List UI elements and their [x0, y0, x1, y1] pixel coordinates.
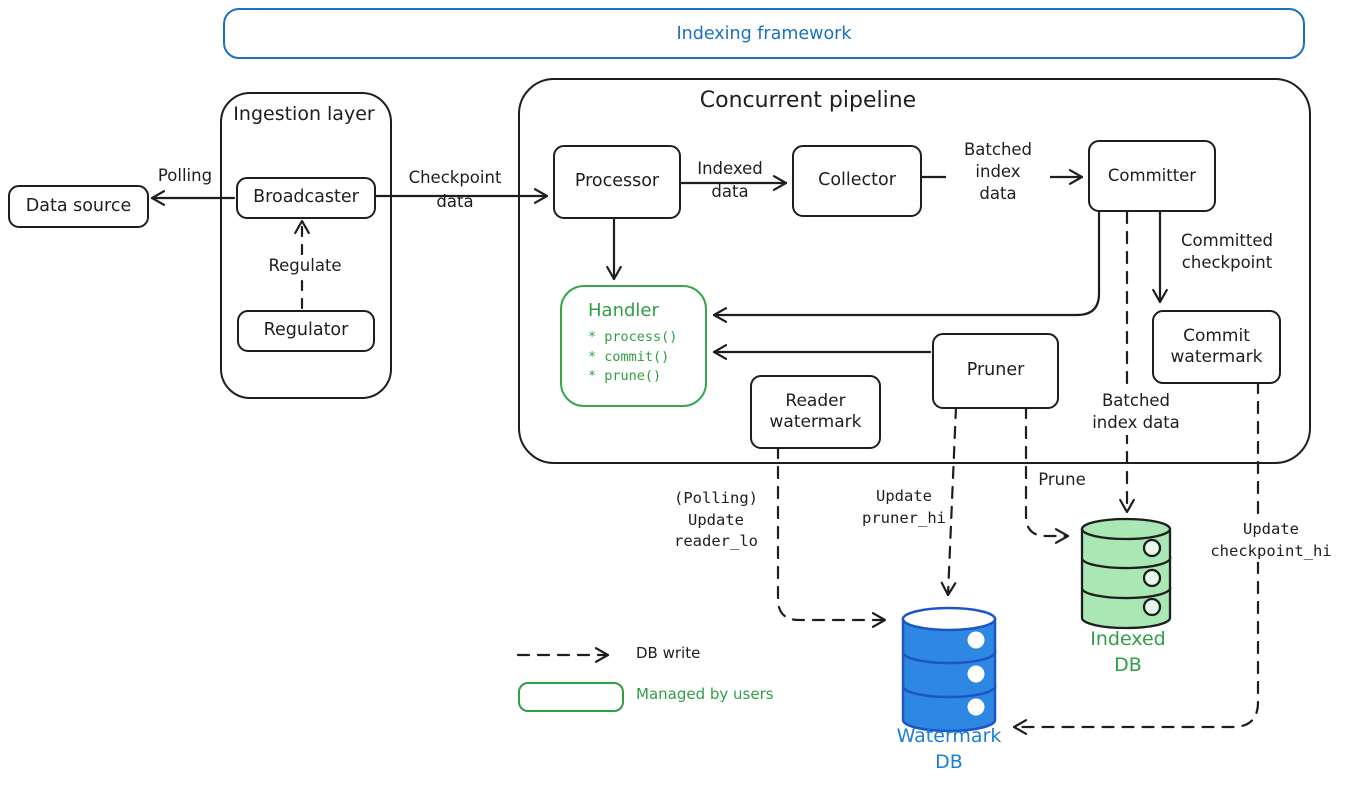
ingestion-layer-container [220, 92, 392, 399]
watermark-db-seam [901, 684, 997, 699]
checkpoint-data-label: Checkpoint data [408, 168, 502, 211]
handler-method-commit: * commit() [588, 348, 670, 365]
indexing-framework-title: Indexing framework [676, 23, 852, 44]
legend-db-write-label: DB write [636, 644, 701, 662]
indexed-db-top [1080, 517, 1172, 541]
legend-managed-by-users-box [518, 682, 624, 712]
update-pruner-hi-label: Update pruner_hi [862, 487, 946, 527]
reader-watermark-node: Reader watermark [750, 375, 881, 449]
batched-index-data-db-label: Batched index data [1083, 390, 1189, 435]
committer-node: Committer [1088, 140, 1216, 212]
watermark-db-label: Watermark DB [896, 725, 1002, 773]
prune-label: Prune [1038, 470, 1086, 489]
update-checkpoint-hi-label: Update checkpoint_hi [1196, 519, 1346, 563]
handler-title: Handler [588, 300, 659, 321]
broadcaster-node: Broadcaster [236, 177, 376, 219]
indexed-db-seam [1080, 586, 1172, 600]
handler-method-process: * process() [588, 329, 678, 345]
commit-watermark-node: Commit watermark [1152, 310, 1281, 384]
handler-method-prune: * prune() [588, 368, 662, 385]
handler-node: Handler * process() * commit() * prune() [560, 285, 707, 407]
legend-managed-by-users-label: Managed by users [636, 685, 774, 703]
indexed-db-dot [1142, 568, 1162, 588]
indexed-db-icon [1080, 517, 1172, 630]
regulator-label: Regulator [263, 320, 349, 341]
reader-watermark-label: Reader watermark [769, 390, 862, 432]
collector-label: Collector [818, 170, 896, 191]
watermark-db-dot [967, 665, 985, 683]
regulator-node: Regulator [237, 310, 375, 352]
watermark-db-icon [901, 606, 997, 733]
indexed-db-body [1080, 527, 1172, 630]
committed-checkpoint-label: Committed checkpoint [1181, 231, 1273, 273]
pruner-node: Pruner [932, 333, 1059, 409]
pruner-label: Pruner [966, 360, 1025, 381]
watermark-db-seam [901, 650, 997, 665]
indexing-framework-container: Indexing framework [223, 8, 1305, 59]
data-source-label: Data source [25, 195, 132, 216]
watermark-db-body [901, 617, 997, 733]
indexed-db-dot [1142, 538, 1162, 558]
watermark-db-dot [967, 698, 985, 716]
batched-index-data-label: Batched index data [946, 139, 1050, 205]
committer-label: Committer [1107, 165, 1197, 185]
polling-label: Polling [157, 166, 213, 185]
regulate-label: Regulate [263, 255, 347, 278]
reader-watermark-db-arrow [776, 445, 887, 628]
broadcaster-label: Broadcaster [253, 187, 359, 208]
watermark-db-dot [967, 631, 985, 649]
concurrent-pipeline-title: Concurrent pipeline [699, 88, 917, 113]
polling-update-reader-lo-label: (Polling) Update reader_lo [674, 489, 758, 551]
processor-node: Processor [553, 145, 681, 219]
commit-watermark-label: Commit watermark [1170, 325, 1263, 367]
data-source-node: Data source [8, 185, 149, 228]
processor-label: Processor [574, 171, 660, 192]
watermark-db-top [901, 606, 997, 632]
indexed-db-label: Indexed DB [1090, 628, 1166, 676]
collector-node: Collector [792, 145, 922, 217]
indexed-data-label: Indexed data [697, 159, 763, 202]
ingestion-layer-title: Ingestion layer [233, 103, 375, 125]
indexed-db-dot [1142, 597, 1162, 617]
indexed-db-seam [1080, 556, 1172, 570]
